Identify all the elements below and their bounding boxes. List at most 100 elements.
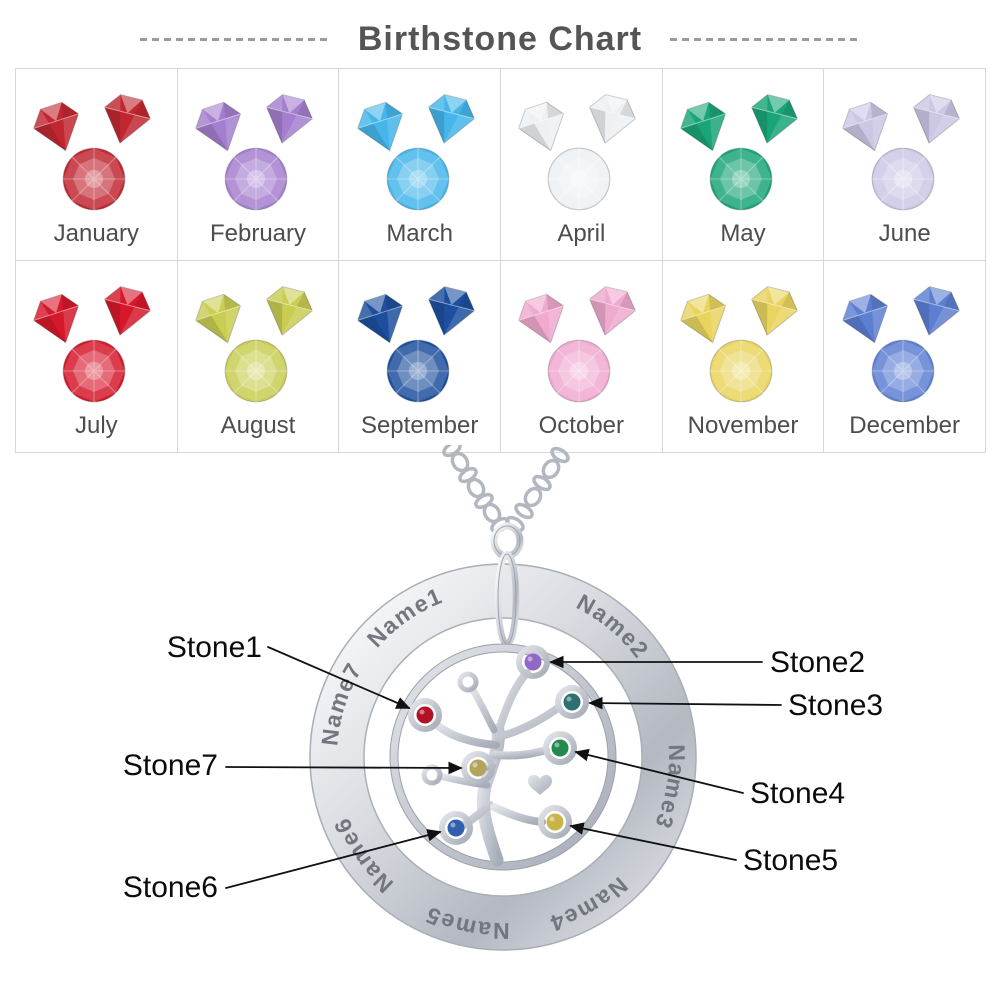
tree-branches [421,669,562,867]
page-title: Birthstone Chart [357,19,643,58]
round-gem-icon [224,147,288,211]
faceted-gem-icon [589,286,637,336]
month-label: June [878,220,931,247]
month-cell-january: January [16,69,178,261]
tree-stone-1 [408,698,442,732]
header: Birthstone Chart [0,14,1000,64]
month-cell-july: July [16,261,178,453]
gem-cluster [668,278,818,410]
birthstone-chart-table: January February March [15,68,986,453]
stone-pointer-5 [569,822,737,861]
stone-label-2: Stone2 [770,646,865,679]
month-cell-april: April [501,69,663,261]
faceted-gem-icon [751,94,798,144]
stone-callouts: Stone1 Stone2 Stone3 Stone4 Stone5 Stone… [123,631,883,904]
dash-right [670,37,861,41]
month-label: November [687,412,799,439]
month-label: March [386,220,453,247]
tree-stone-3 [555,685,589,719]
round-gem-icon [871,147,935,211]
necklace-chain [442,445,570,534]
month-label: July [74,412,118,439]
stone-label-4: Stone4 [750,777,845,810]
round-gem-icon [62,147,126,211]
month-label: May [720,220,766,247]
round-gem-icon [709,147,773,211]
dash-left [139,37,330,41]
gem-cluster [830,86,980,218]
faceted-gem-icon [518,101,565,152]
faceted-gem-icon [427,94,475,144]
tree-stone-4 [543,731,577,765]
month-label: January [53,220,140,247]
stone-label-1: Stone1 [167,631,262,664]
faceted-gem-icon [518,293,565,344]
tree-stone-6 [439,811,473,845]
gem-cluster [345,86,495,218]
gem-cluster [668,86,818,218]
round-gem-icon [547,147,611,211]
faceted-gem-icon [841,101,888,152]
faceted-gem-icon [912,286,960,336]
faceted-gem-icon [195,101,241,152]
month-cell-march: March [339,69,501,261]
month-cell-february: February [177,69,340,261]
round-gem-icon [547,339,611,403]
tree-stone-5 [538,805,572,839]
month-cell-august: August [177,261,340,453]
gem-cluster [506,86,656,218]
faceted-gem-icon [680,101,726,152]
faceted-gem-icon [680,293,726,344]
faceted-gem-icon [589,94,637,144]
faceted-gem-icon [427,286,475,336]
month-label: December [849,412,961,439]
round-gem-icon [224,339,288,403]
month-label: August [220,412,296,439]
faceted-gem-icon [266,94,313,144]
faceted-gem-icon [912,94,960,144]
faceted-gem-icon [33,293,80,344]
faceted-gem-icon [266,286,313,336]
stone-label-5: Stone5 [743,844,838,877]
stone-label-6: Stone6 [123,871,218,904]
necklace-diagram: Name1 Name2 Name3 Name4 Name5 Name6 Name… [123,445,883,951]
faceted-gem-icon [356,101,403,152]
faceted-gem-icon [104,94,152,144]
faceted-gem-icon [356,293,403,344]
gem-cluster [21,278,171,410]
stone-pointer-1 [267,646,411,709]
round-gem-icon [62,339,126,403]
faceted-gem-icon [841,293,888,344]
faceted-gem-icon [104,286,152,336]
month-cell-september: September [339,261,501,453]
round-gem-icon [709,339,773,403]
stone-pointer-7 [225,761,463,775]
month-cell-october: October [501,261,663,453]
faceted-gem-icon [33,101,80,152]
stone-pointer-6 [225,829,442,889]
tree-heart-leaf [528,775,552,795]
gem-cluster [345,278,495,410]
month-cell-december: December [824,261,986,453]
month-label: February [209,220,307,247]
tree-stone-2 [516,645,550,679]
faceted-gem-icon [751,286,798,336]
month-cell-june: June [824,69,986,261]
gem-cluster [183,278,333,410]
faceted-gem-icon [195,293,241,344]
gem-cluster [830,278,980,410]
month-label: September [360,412,479,439]
month-cell-may: May [662,69,825,261]
stone-label-7: Stone7 [123,749,218,782]
tree-stone-7 [461,751,495,785]
gem-cluster [21,86,171,218]
stone-label-3: Stone3 [788,689,883,722]
round-gem-icon [871,339,935,403]
gem-cluster [506,278,656,410]
tree-of-life-medallion [389,643,617,871]
month-label: October [538,412,625,439]
month-cell-november: November [662,261,825,453]
round-gem-icon [386,339,450,403]
gem-cluster [183,86,333,218]
